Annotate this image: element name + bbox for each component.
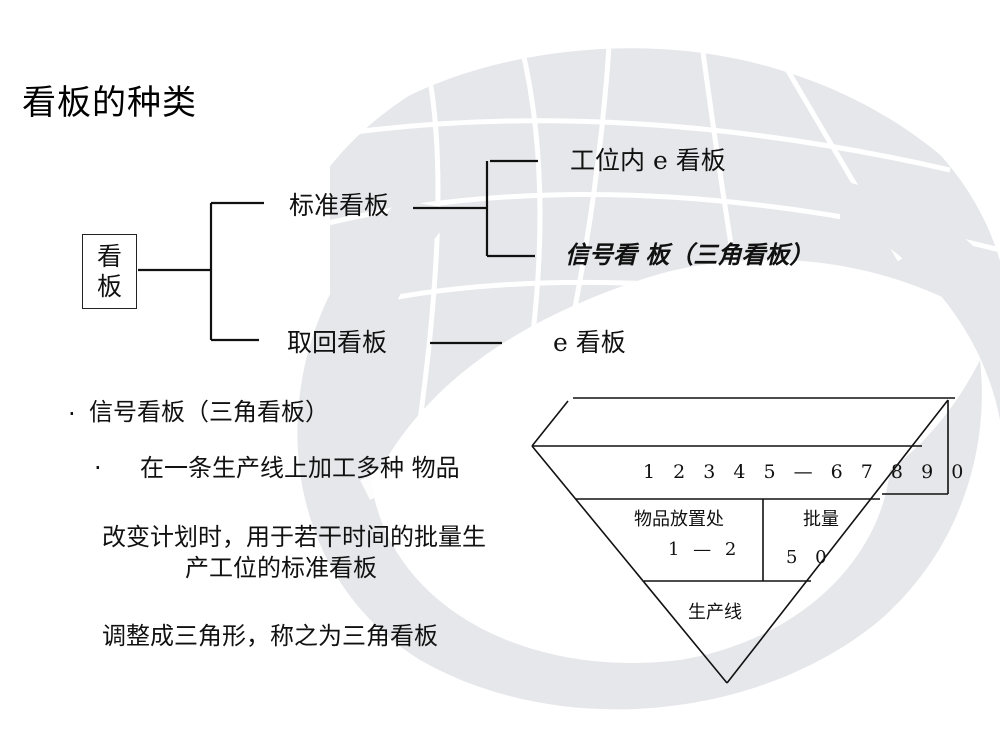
kanban-location-label: 物品放置处 [634, 509, 724, 530]
kanban-location-value: 1 — 2 [668, 539, 741, 560]
notes-heading: 信号看板（三角看板） [89, 398, 329, 426]
root-node-line1: 看 [96, 241, 122, 271]
notes-paragraph1-line2: 产工位的标准看板 [185, 554, 377, 582]
notes-paragraph1-line1: 改变计划时，用于若干时间的批量生 [102, 523, 486, 551]
root-node-line2: 板 [96, 271, 122, 301]
node-withdrawal-kanban: 取回看板 [287, 328, 388, 357]
node-in-process-e-kanban: 工位内 e 看板 [570, 146, 726, 175]
kanban-production-line-label: 生产线 [688, 602, 742, 623]
notes-sub-item: 在一条生产线上加工多种 物品 [140, 454, 460, 482]
kanban-lot-value: 5 0 [786, 547, 833, 568]
notes-heading-bullet: · [68, 400, 76, 428]
root-node-kanban: 看 板 [82, 234, 137, 309]
kanban-lot-label: 批量 [803, 509, 839, 530]
node-signal-kanban: 信号看 板（三角看板） [565, 241, 814, 269]
notes-sub-bullet: · [94, 454, 102, 482]
node-e-kanban: e 看板 [553, 328, 626, 357]
kanban-part-number: 1 2 3 4 5 — 6 7 8 9 0 [643, 461, 970, 483]
notes-paragraph2: 调整成三角形，称之为三角看板 [102, 622, 438, 650]
page-title: 看板的种类 [22, 83, 197, 123]
node-standard-kanban: 标准看板 [289, 191, 390, 220]
